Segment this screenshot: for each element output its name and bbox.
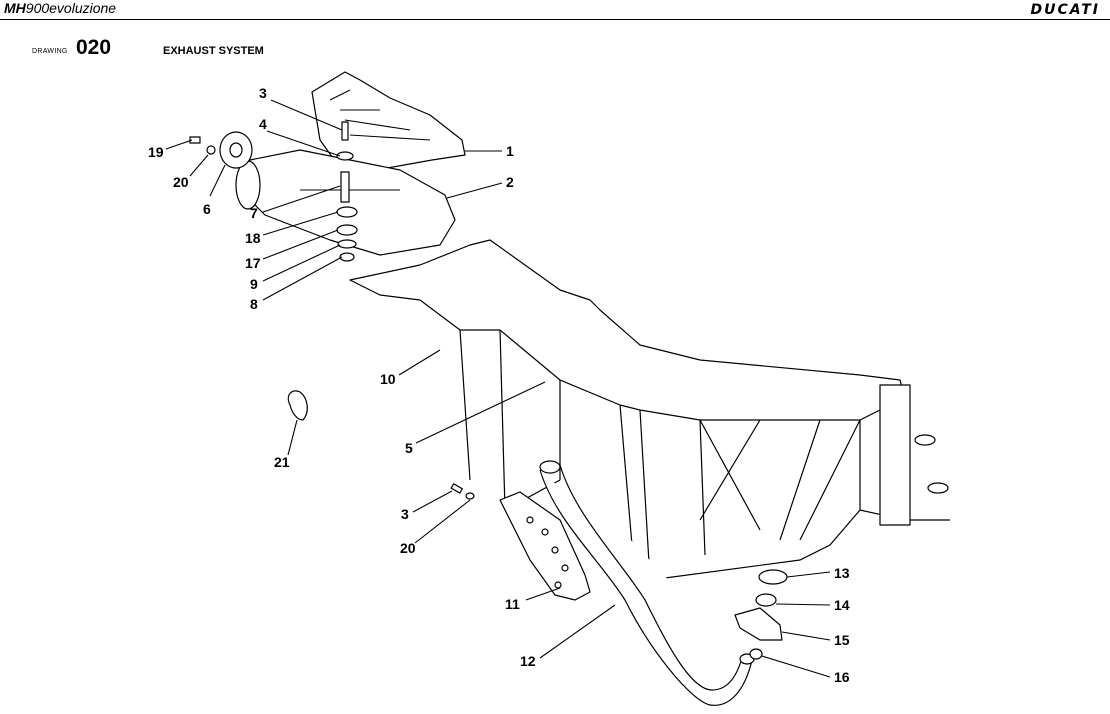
callout-1: 1	[506, 143, 514, 159]
callout-8: 8	[250, 296, 258, 312]
callout-5: 5	[405, 440, 413, 456]
callout-20-top: 20	[173, 174, 189, 190]
leader-lines	[165, 99, 831, 678]
callout-20-bottom: 20	[400, 540, 416, 556]
callout-3-top: 3	[259, 85, 267, 101]
callout-13: 13	[834, 565, 850, 581]
callout-3-bottom: 3	[401, 506, 409, 522]
brand-logo: DUCATI	[1030, 2, 1100, 18]
callout-15: 15	[834, 632, 850, 648]
callout-14: 14	[834, 597, 850, 613]
header-bar: MH900evoluzione DUCATI	[0, 0, 1110, 20]
gaskets-and-clamp	[734, 569, 788, 660]
heat-guard-lower	[499, 491, 591, 601]
callout-21: 21	[274, 454, 290, 470]
callout-10: 10	[380, 371, 396, 387]
header-divider	[0, 19, 1110, 20]
exhaust-header	[539, 460, 755, 706]
callouts: 1 2 3 4 19 20 6 7 18 17 9 8 10 5 21 3 20…	[148, 85, 850, 685]
callout-11: 11	[505, 596, 520, 612]
lower-bolt-washer	[450, 483, 475, 500]
end-cap	[189, 131, 253, 169]
motorcycle-frame	[349, 239, 950, 581]
drawing-label: DRAWING	[32, 48, 68, 55]
callout-18: 18	[245, 230, 261, 246]
callout-4: 4	[259, 116, 267, 132]
callout-2: 2	[506, 174, 514, 190]
callout-7: 7	[250, 205, 258, 221]
callout-16: 16	[834, 669, 850, 685]
callout-6: 6	[203, 201, 211, 217]
drawing-number: 020	[76, 36, 112, 59]
clamp-part-21	[287, 390, 308, 421]
drawing-title: EXHAUST SYSTEM	[163, 45, 264, 57]
callout-9: 9	[250, 276, 258, 292]
mounting-hardware	[336, 121, 358, 262]
callout-17: 17	[245, 255, 261, 271]
model-name: MH900evoluzione	[4, 0, 116, 16]
callout-19: 19	[148, 144, 164, 160]
model-prefix: MH	[4, 0, 26, 16]
callout-12: 12	[520, 653, 536, 669]
model-suffix: 900evoluzione	[25, 0, 117, 16]
